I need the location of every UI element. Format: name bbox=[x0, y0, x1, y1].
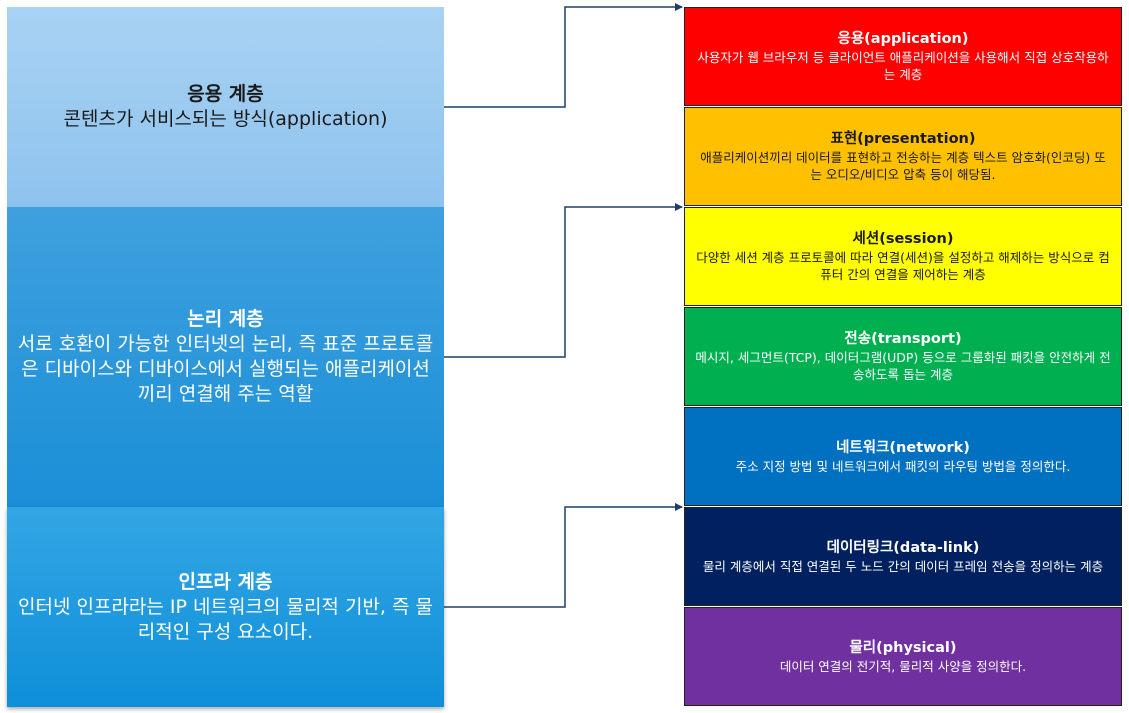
logic-tier-desc: 서로 호환이 가능한 인터넷의 논리, 즉 표준 프로토콜은 디바이스와 디바이… bbox=[17, 333, 434, 405]
layer-title: 세션(session) bbox=[852, 231, 954, 247]
layer-title: 표현(presentation) bbox=[830, 131, 976, 147]
connector-infra bbox=[444, 503, 683, 608]
infra-tier-desc: 인터넷 인프라라는 IP 네트워크의 물리적 기반, 즉 물리적인 구성 요소이… bbox=[18, 595, 433, 643]
layer-desc: 메시지, 세그먼트(TCP), 데이터그램(UDP) 등으로 그룹화된 패킷을 … bbox=[695, 350, 1111, 382]
logic-tier-box: 논리 계층 서로 호환이 가능한 인터넷의 논리, 즉 표준 프로토콜은 디바이… bbox=[7, 207, 444, 507]
infra-tier-title: 인프라 계층 bbox=[178, 570, 273, 593]
layer-network: 네트워크(network) 주소 지정 방법 및 네트워크에서 패킷의 라우팅 … bbox=[684, 407, 1122, 506]
layer-session: 세션(session) 다양한 세션 계층 프로토콜에 따라 연결(세션)을 설… bbox=[684, 207, 1122, 306]
layer-physical: 물리(physical) 데이터 연결의 전기적, 물리적 사양을 정의한다. bbox=[684, 607, 1122, 706]
layer-desc: 주소 지정 방법 및 네트워크에서 패킷의 라우팅 방법을 정의한다. bbox=[735, 458, 1071, 474]
layer-title: 물리(physical) bbox=[849, 639, 957, 656]
application-tier-title: 응용 계층 bbox=[187, 83, 264, 105]
layer-title: 데이터링크(data-link) bbox=[826, 539, 980, 556]
layer-title: 네트워크(network) bbox=[836, 439, 970, 456]
layer-desc: 다양한 세션 계층 프로토콜에 따라 연결(세션)을 설정하고 해제하는 방식으… bbox=[696, 250, 1110, 282]
layer-title: 응용(application) bbox=[837, 31, 969, 47]
layer-transport: 전송(transport) 메시지, 세그먼트(TCP), 데이터그램(UDP)… bbox=[684, 307, 1122, 406]
application-tier-desc: 콘텐츠가 서비스되는 방식(application) bbox=[63, 108, 388, 130]
layer-title: 전송(transport) bbox=[844, 331, 962, 347]
layer-desc: 데이터 연결의 전기적, 물리적 사양을 정의한다. bbox=[779, 658, 1027, 674]
layer-desc: 사용자가 웹 브라우저 등 클라이언트 애플리케이션을 사용해서 직접 상호작용… bbox=[697, 50, 1109, 82]
layer-presentation: 표현(presentation) 애플리케이션끼리 데이터를 표현하고 전송하는… bbox=[684, 107, 1122, 206]
infra-tier-box: 인프라 계층 인터넷 인프라라는 IP 네트워크의 물리적 기반, 즉 물리적인… bbox=[7, 507, 444, 707]
layer-data-link: 데이터링크(data-link) 물리 계층에서 직접 연결된 두 노드 간의 … bbox=[684, 507, 1122, 606]
layer-desc: 애플리케이션끼리 데이터를 표현하고 전송하는 계층 텍스트 암호화(인코딩) … bbox=[700, 150, 1106, 182]
connector-application bbox=[444, 3, 683, 108]
logic-tier-title: 논리 계층 bbox=[187, 308, 264, 330]
connector-logic bbox=[444, 203, 683, 358]
layer-application: 응용(application) 사용자가 웹 브라우저 등 클라이언트 애플리케… bbox=[684, 7, 1122, 106]
application-tier-box: 응용 계층 콘텐츠가 서비스되는 방식(application) bbox=[7, 7, 444, 207]
layer-desc: 물리 계층에서 직접 연결된 두 노드 간의 데이터 프레임 전송을 정의하는 … bbox=[702, 558, 1104, 574]
